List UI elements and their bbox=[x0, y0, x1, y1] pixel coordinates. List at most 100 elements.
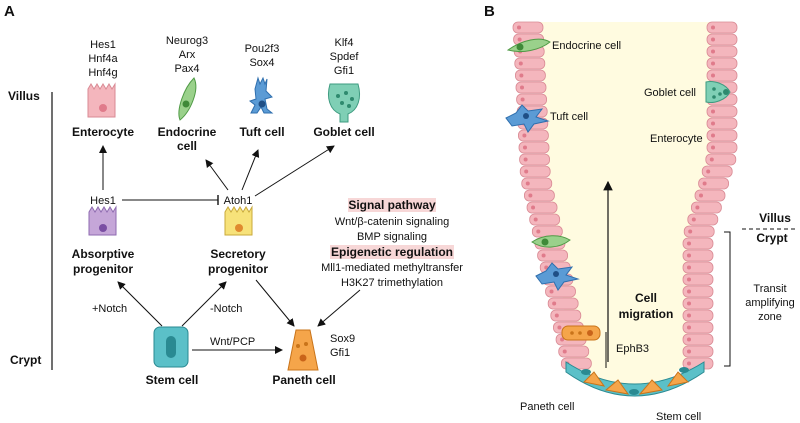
villus-label-b: Villus bbox=[759, 211, 791, 225]
epithelial-cell bbox=[519, 153, 550, 166]
epigenetic-highlight bbox=[330, 245, 454, 259]
paneth-cell-crypt-icon bbox=[561, 325, 601, 341]
crypt-label-b: Crypt bbox=[756, 231, 787, 245]
epithelial-cell bbox=[524, 189, 555, 202]
endocrine-gene: Arx bbox=[179, 49, 196, 61]
arrow-atoh1-to-tuft bbox=[241, 149, 260, 191]
arrow-stem-to-secretory bbox=[181, 281, 227, 327]
paneth-cell-label: Paneth cell bbox=[272, 373, 335, 387]
epithelial-cell bbox=[515, 81, 547, 94]
arrow-atoh1-to-endocrine bbox=[205, 159, 229, 191]
epithelial-cell bbox=[547, 297, 579, 310]
goblet-cell-icon bbox=[327, 83, 361, 123]
arrow-regulation-to-paneth bbox=[317, 289, 361, 327]
epithelial-nucleus bbox=[528, 193, 533, 198]
epithelial-cell bbox=[518, 141, 550, 154]
ephb3-label: EphB3 bbox=[616, 343, 649, 355]
atoh1-label: Atoh1 bbox=[224, 195, 253, 207]
epithelial-cell bbox=[537, 249, 568, 262]
epithelial-cell bbox=[706, 105, 738, 118]
tuft-cell-b-icon bbox=[505, 104, 550, 133]
epithelial-cell bbox=[706, 57, 738, 70]
wnt-pcp-label: Wnt/PCP bbox=[210, 336, 255, 348]
epithelial-nucleus bbox=[523, 157, 528, 162]
stem-cell-b-label: Stem cell bbox=[656, 411, 701, 423]
epithelial-cell bbox=[516, 93, 547, 106]
epithelial-cell bbox=[705, 153, 737, 166]
endocrine-gene: Pax4 bbox=[174, 63, 199, 75]
transit-label-line3: zone bbox=[758, 311, 782, 323]
panel-b-letter: B bbox=[484, 3, 495, 20]
epithelial-nucleus bbox=[711, 145, 715, 150]
paneth-gene: Sox9 bbox=[330, 333, 355, 345]
epithelial-cell bbox=[682, 297, 714, 310]
epithelial-cell bbox=[706, 21, 738, 34]
panel-a-letter: A bbox=[4, 3, 15, 20]
epithelial-nucleus bbox=[711, 121, 715, 126]
epithelial-nucleus bbox=[552, 301, 557, 306]
epithelial-cell bbox=[691, 201, 722, 214]
tuft-cell-icon bbox=[248, 76, 274, 114]
epithelial-nucleus bbox=[517, 37, 522, 42]
epithelial-nucleus bbox=[687, 253, 691, 258]
cell-migration-label-line1: Cell bbox=[635, 291, 657, 305]
tuft-genes: Pou2f3 Sox4 bbox=[245, 43, 280, 69]
endocrine-cell-crypt-icon bbox=[531, 235, 571, 248]
epithelial-nucleus bbox=[687, 349, 691, 354]
goblet-gene: Gfi1 bbox=[334, 65, 354, 77]
secretory-label-line1: Secretory bbox=[210, 247, 266, 261]
villus-label-a: Villus bbox=[8, 89, 40, 103]
epithelial-cell bbox=[514, 57, 546, 70]
epithelial-cell bbox=[682, 237, 714, 250]
epithelial-nucleus bbox=[518, 61, 523, 66]
endocrine-cell-b-label: Endocrine cell bbox=[552, 40, 621, 52]
epigenetic-item: Mll1-mediated methyltransfer bbox=[321, 262, 463, 274]
epithelial-nucleus bbox=[687, 277, 691, 282]
endocrine-gene: Neurog3 bbox=[166, 35, 208, 47]
epithelial-nucleus bbox=[695, 205, 700, 210]
tuft-cell-b-label: Tuft cell bbox=[550, 111, 588, 123]
epithelial-cell bbox=[706, 117, 738, 130]
epithelial-nucleus bbox=[520, 97, 525, 102]
transit-zone-bracket bbox=[724, 231, 731, 367]
tuft-gene: Pou2f3 bbox=[245, 43, 280, 55]
epithelial-cell bbox=[512, 21, 544, 34]
epithelial-cell bbox=[521, 177, 553, 190]
endocrine-cell-icon bbox=[178, 77, 197, 121]
transit-label-line2: amplifying bbox=[745, 297, 795, 309]
epithelial-cell bbox=[518, 129, 549, 142]
minus-notch-label: -Notch bbox=[210, 303, 242, 315]
epithelial-nucleus bbox=[523, 145, 527, 150]
epithelial-nucleus bbox=[711, 133, 715, 138]
epithelial-nucleus bbox=[531, 205, 536, 210]
epithelial-cell bbox=[558, 345, 590, 358]
epithelial-cell bbox=[701, 165, 733, 178]
epithelial-cell bbox=[682, 309, 714, 322]
arrow-secretory-to-paneth bbox=[255, 279, 295, 327]
epithelial-cell bbox=[529, 213, 561, 226]
absorptive-progenitor-icon bbox=[88, 205, 117, 236]
epithelial-cell bbox=[706, 45, 738, 58]
plus-notch-label: +Notch bbox=[92, 303, 127, 315]
epithelial-nucleus bbox=[687, 301, 691, 306]
epithelial-nucleus bbox=[702, 181, 707, 186]
epithelial-nucleus bbox=[706, 169, 711, 174]
epithelial-nucleus bbox=[691, 217, 696, 222]
epithelial-nucleus bbox=[711, 25, 715, 30]
epithelial-nucleus bbox=[519, 73, 524, 78]
crypt-base bbox=[565, 361, 705, 397]
epithelial-nucleus bbox=[541, 253, 546, 258]
secretory-label-line2: progenitor bbox=[208, 262, 268, 276]
epithelial-cell bbox=[550, 309, 582, 322]
epithelial-nucleus bbox=[524, 169, 529, 174]
epithelial-nucleus bbox=[533, 217, 538, 222]
epithelial-cell bbox=[682, 249, 714, 262]
paneth-cell-b-label: Paneth cell bbox=[520, 401, 574, 413]
epithelial-nucleus bbox=[554, 313, 559, 318]
epithelial-nucleus bbox=[687, 361, 691, 366]
enterocyte-gene: Hnf4a bbox=[88, 53, 118, 65]
goblet-label: Goblet cell bbox=[313, 125, 374, 139]
epithelial-cell bbox=[682, 345, 714, 358]
cell-migration-label-line2: migration bbox=[619, 307, 674, 321]
